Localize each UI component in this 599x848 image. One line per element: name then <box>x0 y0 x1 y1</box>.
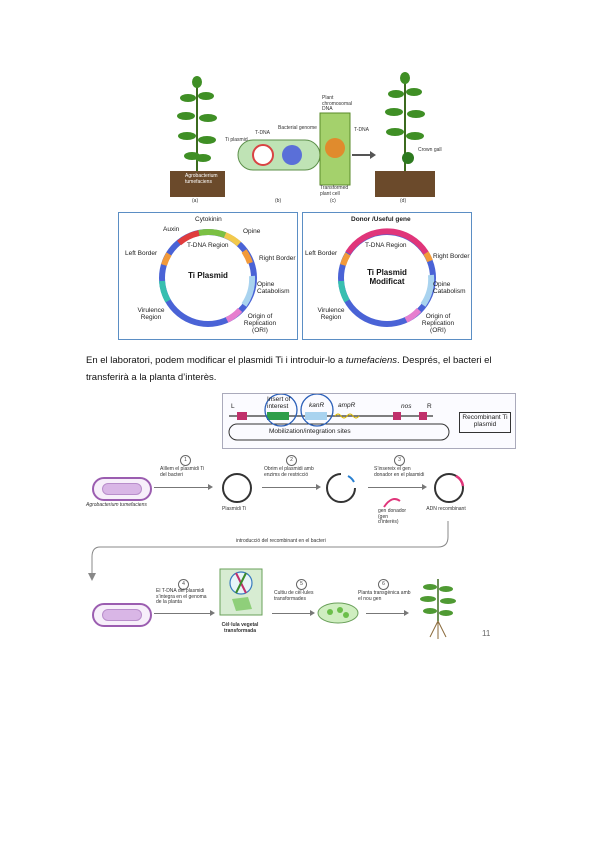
opine-catabolism-label-2: Opine Catabolism <box>433 281 466 295</box>
ti-caption: Plasmidi Ti <box>222 506 247 512</box>
step-3-number: 3 <box>394 455 405 466</box>
step-6-number: 6 <box>378 579 389 590</box>
panel-a-label: (a) <box>192 198 199 204</box>
plant-cell-caption: Cèl·lula vegetal transformada <box>221 622 259 634</box>
arrow-3 <box>368 484 427 490</box>
insert-label: Insert of interest <box>267 396 291 410</box>
step-5-text: Cultiu de cèl·lules transformades <box>274 590 314 602</box>
agrobacterium-cell <box>92 477 152 501</box>
left-border-label: Left Border <box>125 250 158 257</box>
opened-plasmid-circle <box>326 473 356 503</box>
transgenic-plant <box>420 579 456 639</box>
agrobacterium-label: Agrobacterium tumefaciens <box>185 173 218 185</box>
step-2-number: 2 <box>286 455 297 466</box>
cytokinin-label: Cytokinin <box>195 216 222 223</box>
body-paragraph: En el laboratori, podem modificar el pla… <box>86 352 526 386</box>
panel-b-label: (b) <box>275 198 282 204</box>
t-dna-label-c: T-DNA <box>354 127 369 133</box>
ti-plasmid-title: Ti Plasmid <box>188 271 228 280</box>
donor-gene-fragment <box>383 498 401 508</box>
workflow-figure: Agrobacterium tumefaciens 1 Aïllem el pl… <box>86 447 514 647</box>
step-2-text: Obrim el plasmidi amb enzims de restricc… <box>264 466 314 478</box>
arrow-1 <box>154 484 213 490</box>
t-dna-region-label-2: T-DNA Region <box>365 242 407 249</box>
agrobacterium-infection-figure: Ti plasmid T-DNA Bacterial genome Plant … <box>170 68 448 208</box>
crown-gall-label: Crown gall <box>418 147 442 153</box>
plant-cell <box>219 568 263 616</box>
return-text: introducció del recombinant en el bacter… <box>236 538 326 544</box>
ti-plasmid-modified-ring <box>338 228 436 327</box>
step-4-text: El T-DNA del plasmidi s’integra en el ge… <box>156 588 207 605</box>
ti-plasmid-circle <box>222 473 252 503</box>
panel-c-label: (c) <box>330 198 336 204</box>
title-line-1: Ti Plasmid <box>367 268 407 277</box>
auxin-label: Auxin <box>163 226 180 233</box>
left-border-label-2: Left Border <box>305 250 338 257</box>
step-1-number: 1 <box>180 455 191 466</box>
transformed-cell-label: Transformed plant cell <box>320 185 349 197</box>
return-arrow <box>88 521 449 581</box>
page-number: 11 <box>482 629 491 638</box>
recombinant-label: Recombinant Ti plasmid <box>462 414 508 428</box>
kan-label: kanR <box>309 402 325 409</box>
paragraph-part-1: En el laboratori, podem modificar el pla… <box>86 355 346 366</box>
donor-gene-label: Donor /Useful gene <box>351 216 411 223</box>
ti-plasmid-panel: Ti Plasmid Cytokinin Auxin Opine T-DNA R… <box>118 212 298 340</box>
arrow-4 <box>154 610 215 616</box>
opine-label: Opine <box>243 228 261 235</box>
paragraph-part-2: . Després, el bacteri el transferirà a l… <box>86 355 492 383</box>
construct-map <box>228 394 450 441</box>
right-border-label-2: Right Border <box>433 253 470 260</box>
step-1-text: Aïllem el plasmidi Ti del bacteri <box>160 466 205 478</box>
rb-label: R <box>427 403 432 410</box>
arrow-5 <box>272 610 315 616</box>
agrobacterium-caption: Agrobacterium tumefaciens <box>86 502 147 508</box>
mobilization-label: Mobilization/integration sites <box>269 428 351 435</box>
culture-dish <box>317 602 359 624</box>
virulence-region-label: Virulence Region <box>137 307 165 321</box>
ti-plasmid-modified-title: Ti Plasmid Modificat <box>357 268 417 286</box>
donor-caption: gen donador (gen d’interès) <box>378 508 407 525</box>
panel-d-label: (d) <box>400 198 407 204</box>
right-border-label: Right Border <box>259 255 296 262</box>
recombinant-construct: Insert of interest kanR ampR nos R L Mob… <box>222 393 516 449</box>
nos-label: nos <box>401 403 412 410</box>
t-dna-region-label: T-DNA Region <box>187 242 229 249</box>
recombinant-circle <box>434 473 465 503</box>
step-6-text: Planta transgènica amb el nou gen <box>358 590 411 602</box>
virulence-region-label-2: Virulence Region <box>317 307 345 321</box>
amp-label: ampR <box>338 402 356 409</box>
ti-plasmid-ring <box>159 228 257 327</box>
step-4-number: 4 <box>178 579 189 590</box>
arrow-6 <box>366 610 409 616</box>
ti-plasmid-modified-panel: Ti Plasmid Modificat Donor /Useful gene … <box>302 212 472 340</box>
bacterial-genome-label: Bacterial genome <box>278 125 317 131</box>
arrow-2 <box>262 484 321 490</box>
ori-label: Origin of Replication (ORI) <box>243 313 277 334</box>
title-line-2: Modificat <box>369 277 405 286</box>
ti-plasmid-label: Ti plasmid <box>225 137 248 143</box>
plant-dna-label: Plant chromosomal DNA <box>322 95 353 112</box>
ori-label-2: Origin of Replication (ORI) <box>421 313 455 334</box>
recombinant-box: Recombinant Ti plasmid <box>459 412 511 433</box>
step-3-text: S’insereix el gen donador en el plasmidi <box>374 466 425 478</box>
recombinant-caption: ADN recombinant <box>426 506 466 512</box>
lb-label: L <box>231 403 235 410</box>
t-dna-label: T-DNA <box>255 130 270 136</box>
infection-illustration <box>170 72 435 197</box>
paragraph-italic: tumefaciens <box>345 355 398 366</box>
agrobacterium-cell-2 <box>92 603 152 627</box>
step-5-number: 5 <box>296 579 307 590</box>
opine-catabolism-label: Opine Catabolism <box>257 281 290 295</box>
